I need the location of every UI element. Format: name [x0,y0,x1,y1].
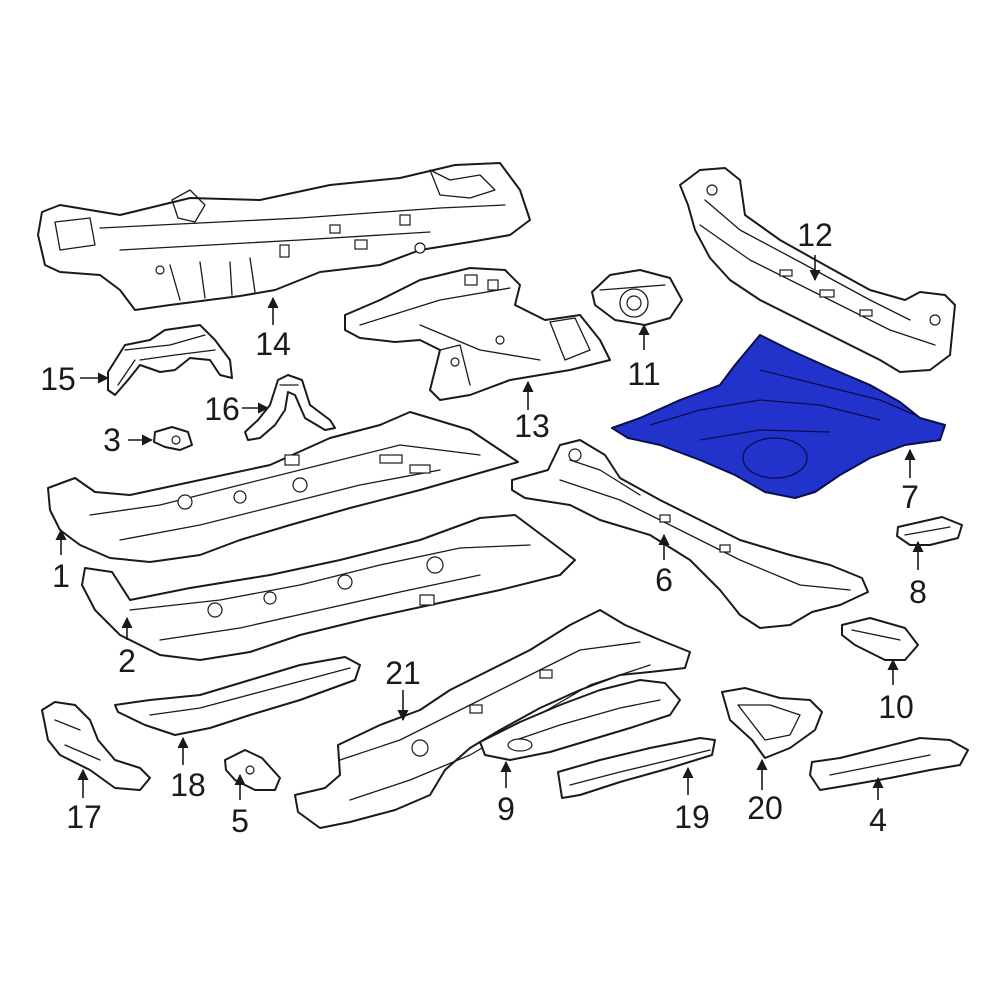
callout-15: 15 [40,361,76,397]
part-10-bracket[interactable] [841,617,919,661]
callout-10: 10 [878,689,914,725]
part-12-rear-crossmember[interactable] [679,167,956,373]
part-16-strap-bracket[interactable] [244,374,336,441]
part-17-bracket[interactable] [41,701,151,791]
callout-17: 17 [66,799,102,835]
callout-5: 5 [231,803,249,839]
callout-20: 20 [747,790,783,826]
callout-1: 1 [52,558,70,594]
part-5-bracket[interactable] [224,749,281,791]
part-7-highlight-shape [611,334,946,499]
callout-7: 7 [901,479,919,515]
callout-18: 18 [170,767,206,803]
part-2-floor-pan[interactable] [81,514,576,661]
part-6-rear-side-member[interactable] [511,439,869,629]
callout-2: 2 [118,643,136,679]
callout-19: 19 [674,799,710,835]
callout-11: 11 [627,356,660,392]
callout-3: 3 [103,422,121,458]
part-20-gusset[interactable] [721,687,823,759]
part-1-front-floor-pan[interactable] [47,411,519,563]
callout-6: 6 [655,562,673,598]
leader-lines [55,255,924,800]
part-3-clip[interactable] [153,426,193,451]
part-11-plate[interactable] [591,269,683,326]
part-8-bracket[interactable] [896,516,963,546]
callout-labels: 1 2 3 4 5 6 7 8 9 10 11 12 13 14 15 16 1… [40,217,927,839]
callout-21: 21 [385,655,421,691]
part-18-rail[interactable] [114,656,361,736]
callout-8: 8 [909,574,927,610]
part-7-rear-floor-pan[interactable] [611,334,946,499]
callout-9: 9 [497,791,515,827]
part-15-bracket[interactable] [107,324,233,396]
part-14-dash-panel[interactable] [37,162,531,311]
callout-16: 16 [204,391,240,427]
part-4-extension[interactable] [809,737,969,791]
callout-13: 13 [514,408,550,444]
part-9-floor-side[interactable] [479,679,681,761]
callout-4: 4 [869,802,887,838]
part-13-crossmember[interactable] [344,267,611,401]
callout-12: 12 [797,217,833,253]
callout-14: 14 [255,326,291,362]
part-19-rail[interactable] [557,737,716,799]
